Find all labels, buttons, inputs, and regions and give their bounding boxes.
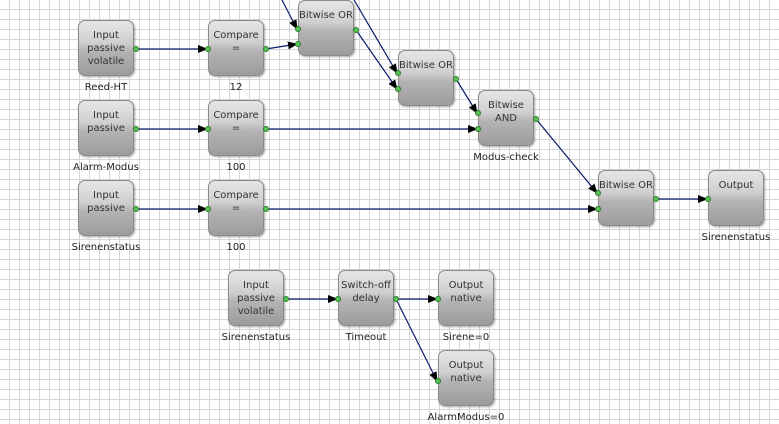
wire-offscreen-or2 <box>353 0 398 74</box>
bitwise-or-block-2[interactable]: Bitwise OR <box>398 50 454 106</box>
block-label: 12 <box>229 82 243 93</box>
input-port[interactable] <box>595 206 601 212</box>
block-title: Output native <box>448 360 484 384</box>
block-title: Input passive <box>87 190 125 214</box>
input-block-sirenenstatus-volatile[interactable]: Input passive volatile <box>228 270 284 326</box>
block-title: Switch-off delay <box>341 280 391 304</box>
block-title: Bitwise OR <box>299 10 353 21</box>
block-title: Output <box>718 180 754 191</box>
block-label: Alarm-Modus <box>73 162 139 173</box>
switch-off-delay-block[interactable]: Switch-off delay <box>338 270 394 326</box>
output-port[interactable] <box>353 27 359 33</box>
output-port[interactable] <box>263 206 269 212</box>
wire-cmp1-or1 <box>265 41 298 50</box>
block-title: Bitwise OR <box>599 180 653 191</box>
output-port[interactable] <box>133 126 139 132</box>
wire-offscreen-or1 <box>281 0 298 30</box>
wire-or2-and1 <box>455 78 478 114</box>
output-port[interactable] <box>263 126 269 132</box>
block-title: Bitwise OR <box>399 60 453 71</box>
output-port[interactable] <box>133 206 139 212</box>
output-port[interactable] <box>283 296 289 302</box>
block-label: Sirenenstatus <box>221 332 291 343</box>
wire-or1-or2 <box>355 29 398 90</box>
output-port[interactable] <box>263 46 269 52</box>
block-label: Modus-check <box>473 152 539 163</box>
input-block-reed-ht[interactable]: Input passive volatile <box>78 20 134 76</box>
input-port[interactable] <box>395 70 401 76</box>
output-native-block-sirene[interactable]: Output native <box>438 270 494 326</box>
bitwise-or-block-3[interactable]: Bitwise OR <box>598 170 654 226</box>
block-title: Bitwise AND <box>488 100 524 124</box>
compare-block-100-b[interactable]: Compare = <box>208 180 264 236</box>
wire-and1-or3 <box>535 118 598 194</box>
input-port[interactable] <box>295 26 301 32</box>
input-port[interactable] <box>205 46 211 52</box>
compare-block-12[interactable]: Compare = <box>208 20 264 76</box>
output-port[interactable] <box>533 116 539 122</box>
block-label: 100 <box>226 162 246 173</box>
input-port[interactable] <box>395 86 401 92</box>
block-label: Sirene=0 <box>442 332 490 343</box>
input-port[interactable] <box>435 378 441 384</box>
input-port[interactable] <box>475 126 481 132</box>
input-port[interactable] <box>335 296 341 302</box>
block-title: Compare = <box>213 30 259 54</box>
block-label: Reed-HT <box>84 82 128 93</box>
block-title: Compare = <box>213 110 259 134</box>
block-label: Sirenenstatus <box>701 232 771 243</box>
wire-del1-out3 <box>395 298 438 382</box>
input-block-alarm-modus[interactable]: Input passive <box>78 100 134 156</box>
output-port[interactable] <box>453 76 459 82</box>
input-port[interactable] <box>205 206 211 212</box>
input-port[interactable] <box>435 296 441 302</box>
block-label: 100 <box>226 242 246 253</box>
output-port[interactable] <box>393 296 399 302</box>
input-port[interactable] <box>475 110 481 116</box>
block-title: Input passive volatile <box>237 280 275 317</box>
output-port[interactable] <box>133 46 139 52</box>
block-label: Sirenenstatus <box>71 242 141 253</box>
compare-block-100-a[interactable]: Compare = <box>208 100 264 156</box>
bitwise-and-block[interactable]: Bitwise AND <box>478 90 534 146</box>
input-port[interactable] <box>595 190 601 196</box>
bitwise-or-block-1[interactable]: Bitwise OR <box>298 0 354 56</box>
block-label: AlarmModus=0 <box>427 412 505 423</box>
block-label: Timeout <box>345 332 387 343</box>
input-block-sirenenstatus[interactable]: Input passive <box>78 180 134 236</box>
block-title: Output native <box>448 280 484 304</box>
input-port[interactable] <box>295 41 301 47</box>
input-port[interactable] <box>205 126 211 132</box>
block-title: Compare = <box>213 190 259 214</box>
output-block-sirenenstatus[interactable]: Output <box>708 170 764 226</box>
output-port[interactable] <box>653 196 659 202</box>
block-title: Input passive <box>87 110 125 134</box>
block-title: Input passive volatile <box>87 30 125 67</box>
output-native-block-alarmmodus[interactable]: Output native <box>438 350 494 406</box>
input-port[interactable] <box>705 196 711 202</box>
